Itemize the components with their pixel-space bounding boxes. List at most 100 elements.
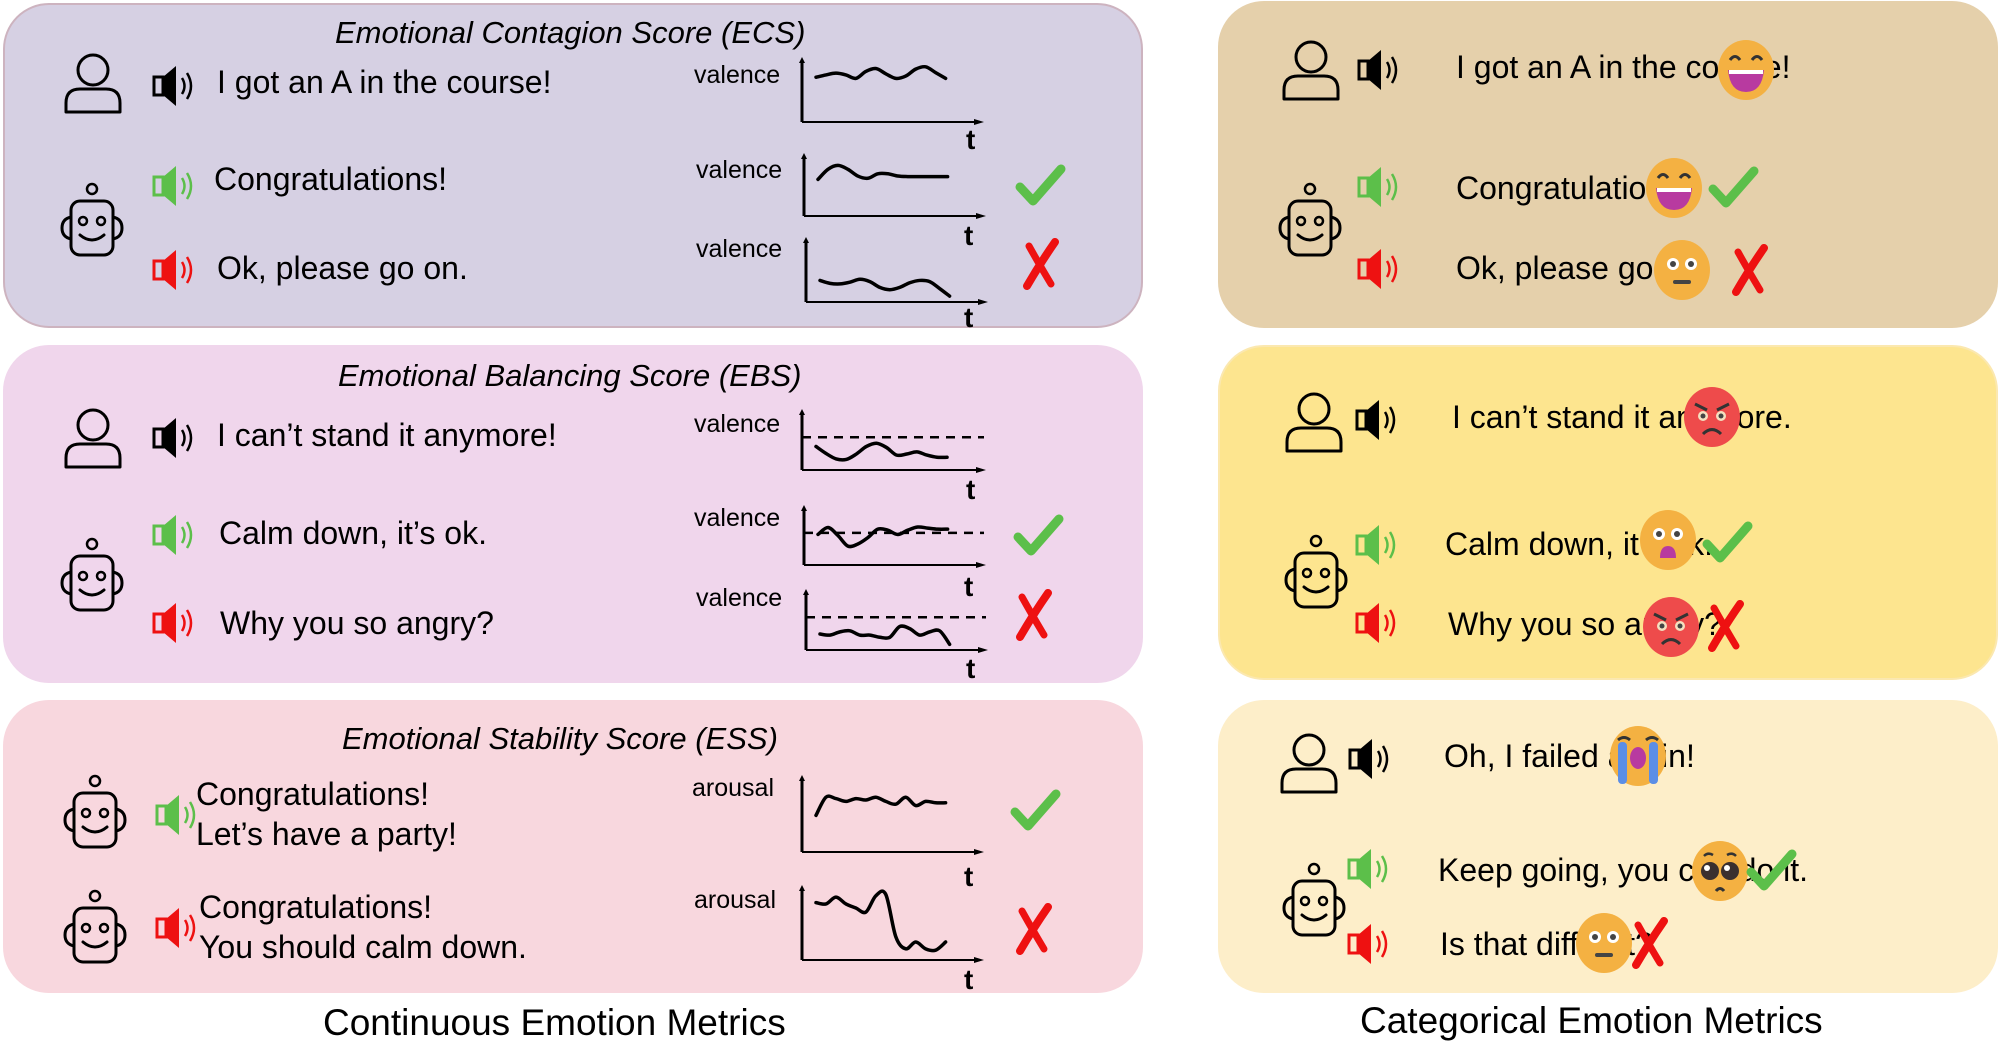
user-icon bbox=[63, 53, 123, 120]
series-line bbox=[816, 163, 950, 182]
series-line bbox=[818, 624, 952, 647]
y-axis-arrow bbox=[799, 409, 805, 415]
ecs-user-svg bbox=[799, 57, 984, 125]
categorical-footer: Categorical Emotion Metrics bbox=[1360, 1000, 1823, 1041]
robot-icon bbox=[1282, 862, 1346, 944]
cross-icon bbox=[1730, 244, 1770, 301]
robot-icon bbox=[60, 537, 124, 619]
ess-bad-svg bbox=[799, 885, 984, 963]
bad-response-line1: Congratulations! bbox=[199, 889, 433, 925]
cross-icon bbox=[1706, 600, 1746, 657]
bad-response: Ok, please go on. bbox=[217, 250, 468, 286]
robot-icon bbox=[60, 182, 124, 264]
ebs-panel bbox=[3, 345, 1143, 683]
series-line bbox=[814, 441, 949, 462]
cross-icon bbox=[1630, 917, 1670, 974]
pleading-face-emoji bbox=[1690, 841, 1750, 908]
good-response-line2: Let’s have a party! bbox=[196, 816, 457, 852]
ecs-bad-svg bbox=[803, 237, 988, 305]
check-icon bbox=[1746, 848, 1798, 897]
ecs-bad-xlabel: t bbox=[964, 302, 974, 333]
bad-response-line2: You should calm down. bbox=[199, 929, 527, 965]
ecs-good-xlabel: t bbox=[964, 220, 974, 251]
speaker-icon-neutral bbox=[152, 415, 198, 466]
categorical-panel-1 bbox=[1218, 1, 1998, 328]
ebs-good-svg bbox=[801, 505, 986, 568]
check-icon bbox=[1015, 163, 1067, 212]
ebs-bad-xlabel: t bbox=[966, 653, 976, 684]
series-line bbox=[818, 277, 952, 298]
speaker-icon-bad bbox=[1355, 600, 1401, 651]
series-line bbox=[814, 889, 948, 953]
ess-good-ylabel: arousal bbox=[692, 774, 774, 802]
x-axis-arrow bbox=[974, 957, 984, 963]
y-axis-arrow bbox=[801, 505, 807, 511]
ebs-user-svg bbox=[799, 409, 986, 473]
robot-icon bbox=[1284, 534, 1348, 616]
user-icon bbox=[1281, 40, 1341, 107]
check-icon bbox=[1010, 788, 1062, 837]
bad-response: Why you so angry? bbox=[220, 605, 494, 641]
x-axis-arrow bbox=[974, 849, 984, 855]
speaker-icon-bad bbox=[152, 600, 198, 651]
cross-icon bbox=[1021, 238, 1061, 295]
y-axis-arrow bbox=[803, 589, 809, 595]
ebs-user-xlabel: t bbox=[966, 474, 976, 505]
cross-icon bbox=[1014, 903, 1054, 960]
ebs-user-ylabel: valence bbox=[694, 410, 781, 438]
grinning-face-emoji bbox=[1716, 40, 1776, 107]
ebs-bad-svg bbox=[803, 589, 988, 653]
ecs-panel bbox=[3, 3, 1143, 328]
speaker-icon-bad bbox=[1357, 246, 1403, 297]
speaker-icon-bad bbox=[152, 247, 198, 298]
categorical-panel-2 bbox=[1218, 345, 1998, 680]
y-axis-arrow bbox=[799, 775, 805, 781]
good-response-line1: Congratulations! bbox=[196, 776, 430, 812]
user-icon bbox=[1279, 733, 1339, 800]
series-line bbox=[814, 794, 948, 818]
ecs-title: Emotional Contagion Score (ECS) bbox=[335, 15, 806, 50]
ess-good-xlabel: t bbox=[964, 861, 974, 892]
good-response: Congratulations! bbox=[214, 161, 448, 197]
x-axis-arrow bbox=[976, 467, 986, 473]
speaker-icon-good bbox=[152, 163, 198, 214]
neutral-face-emoji bbox=[1574, 913, 1634, 980]
speaker-icon-good bbox=[1355, 522, 1401, 573]
y-axis-arrow bbox=[799, 885, 805, 891]
ecs-user-ylabel: valence bbox=[694, 61, 781, 89]
ess-title: Emotional Stability Score (ESS) bbox=[342, 721, 778, 756]
robot-icon bbox=[63, 774, 127, 856]
x-axis-arrow bbox=[978, 647, 988, 653]
good-response: Congratulations! Let’s have a party! bbox=[196, 774, 457, 854]
user-icon bbox=[63, 408, 123, 475]
neutral-face-emoji bbox=[1652, 240, 1712, 307]
speaker-icon-bad bbox=[1347, 921, 1393, 972]
speaker-icon-good bbox=[1347, 846, 1393, 897]
y-axis-arrow bbox=[801, 153, 807, 159]
ecs-user-xlabel: t bbox=[966, 124, 976, 155]
bad-response: Congratulations! You should calm down. bbox=[199, 887, 527, 967]
y-axis-arrow bbox=[803, 237, 809, 243]
x-axis-arrow bbox=[976, 562, 986, 568]
user-utterance: I can’t stand it anymore! bbox=[217, 417, 557, 453]
x-axis-arrow bbox=[978, 299, 988, 305]
ebs-title: Emotional Balancing Score (EBS) bbox=[338, 358, 802, 393]
series-line bbox=[814, 64, 948, 81]
robot-icon bbox=[1278, 182, 1342, 264]
angry-face-emoji bbox=[1682, 387, 1742, 454]
speaker-icon-neutral bbox=[1348, 736, 1394, 787]
ebs-bad-ylabel: valence bbox=[696, 584, 783, 612]
speaker-icon-good bbox=[1357, 164, 1403, 215]
ecs-good-svg bbox=[801, 153, 986, 219]
ess-bad-xlabel: t bbox=[964, 964, 974, 995]
shocked-face-emoji bbox=[1638, 510, 1698, 577]
ecs-bad-ylabel: valence bbox=[696, 235, 783, 263]
good-response: Calm down, it’s ok. bbox=[219, 515, 487, 551]
ess-bad-ylabel: arousal bbox=[694, 886, 776, 914]
speaker-icon-neutral bbox=[152, 63, 198, 114]
speaker-icon-good bbox=[152, 512, 198, 563]
grinning-face-emoji bbox=[1644, 158, 1704, 225]
robot-icon bbox=[63, 889, 127, 971]
series-line bbox=[816, 525, 950, 549]
speaker-icon-bad bbox=[155, 905, 201, 956]
